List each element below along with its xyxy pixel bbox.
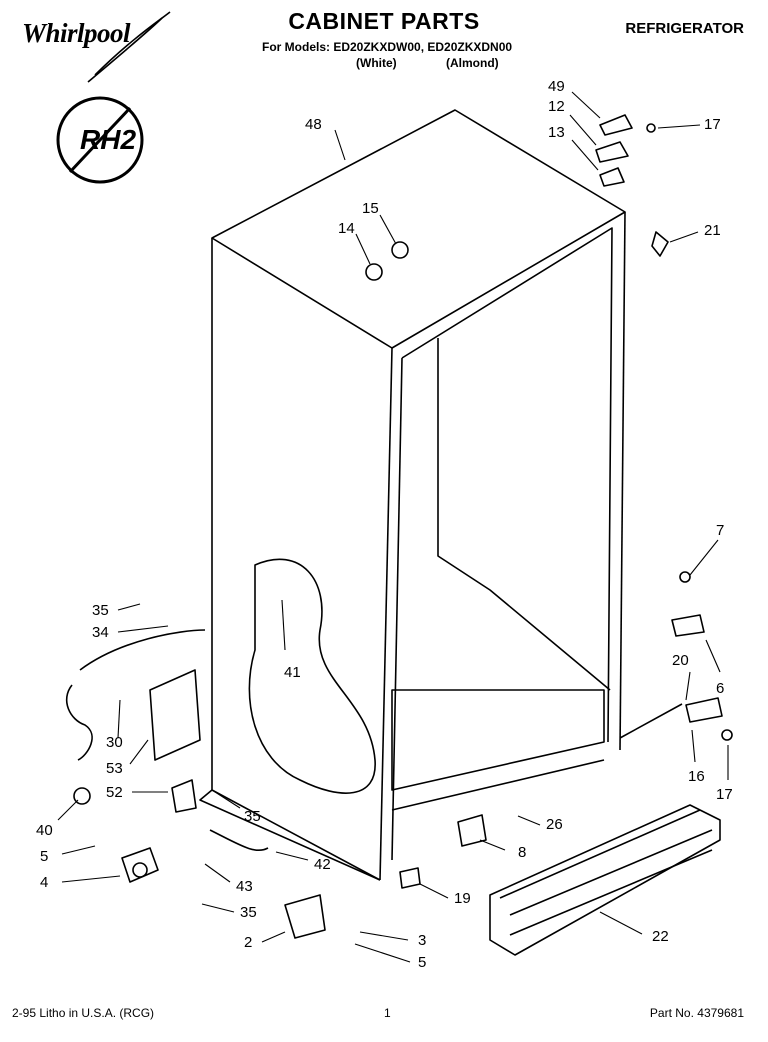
roller-icon: [121, 847, 159, 883]
plug-icon: [365, 263, 383, 281]
screw-icon: [646, 123, 656, 133]
hinge-bracket-icon: [685, 697, 723, 723]
callout-49: 49: [548, 78, 565, 95]
callout-20: 20: [672, 652, 689, 669]
control-box-icon: [149, 669, 201, 761]
bracket-icon: [457, 814, 487, 847]
callout-26: 26: [546, 816, 563, 833]
page-title: CABINET PARTS: [288, 8, 480, 34]
callout-12: 12: [548, 98, 565, 115]
plug-icon-2: [391, 241, 409, 259]
hinge-top-icon: [595, 141, 629, 163]
cabinet-shell: [199, 109, 626, 881]
hinge-icon: [599, 167, 625, 187]
callout-6: 6: [716, 680, 725, 697]
callout-3: 3: [418, 932, 427, 949]
callout-5-b: 5: [418, 954, 427, 971]
callout-53: 53: [106, 760, 123, 777]
rh2-badge-text: RH2: [80, 124, 137, 155]
page-number: 1: [384, 1006, 391, 1020]
callout-17-bottom: 17: [716, 786, 733, 803]
hinge-cover-icon: [599, 114, 633, 136]
callout-40: 40: [36, 822, 53, 839]
callout-34: 34: [92, 624, 109, 641]
models-subtitle: For Models: ED20ZKXDW00, ED20ZKXDN00: [262, 40, 513, 54]
variant-almond: (Almond): [446, 56, 499, 70]
cord-icon: [66, 684, 93, 761]
cutaway: [248, 558, 376, 794]
callout-35-b: 35: [244, 808, 261, 825]
callout-42: 42: [314, 856, 331, 873]
callout-8: 8: [518, 844, 527, 861]
pin-icon: [651, 231, 669, 257]
roller-bracket-icon: [284, 894, 326, 939]
callout-5-a: 5: [40, 848, 49, 865]
rh2-badge-icon: [56, 96, 144, 184]
callout-14: 14: [338, 220, 355, 237]
callout-41: 41: [284, 664, 301, 681]
callout-52: 52: [106, 784, 123, 801]
toe-grille: [489, 804, 721, 956]
variant-white: (White): [356, 56, 397, 70]
callout-15: 15: [362, 200, 379, 217]
callout-19: 19: [454, 890, 471, 907]
callout-17-top: 17: [704, 116, 721, 133]
callout-48: 48: [305, 116, 322, 133]
callout-22: 22: [652, 928, 669, 945]
part-number: Part No. 4379681: [649, 1006, 744, 1020]
footer-litho: 2-95 Litho in U.S.A. (RCG): [12, 1006, 155, 1020]
callout-43: 43: [236, 878, 253, 895]
logo-swoosh: [94, 11, 171, 76]
tube-icon: [209, 829, 269, 852]
callout-30: 30: [106, 734, 123, 751]
callout-7: 7: [716, 522, 725, 539]
callout-16: 16: [688, 768, 705, 785]
clamp-icon: [171, 779, 197, 813]
callout-4: 4: [40, 874, 49, 891]
brand-logo: Whirlpool: [22, 18, 131, 48]
category-label: REFRIGERATOR: [625, 20, 744, 37]
callout-21: 21: [704, 222, 721, 239]
callout-13: 13: [548, 124, 565, 141]
callout-35-c: 35: [240, 904, 257, 921]
callout-35-a: 35: [92, 602, 109, 619]
callout-2: 2: [244, 934, 253, 951]
leader-lines: [57, 91, 729, 963]
clip-icon: [671, 614, 705, 637]
clip-icon-2: [399, 867, 421, 889]
